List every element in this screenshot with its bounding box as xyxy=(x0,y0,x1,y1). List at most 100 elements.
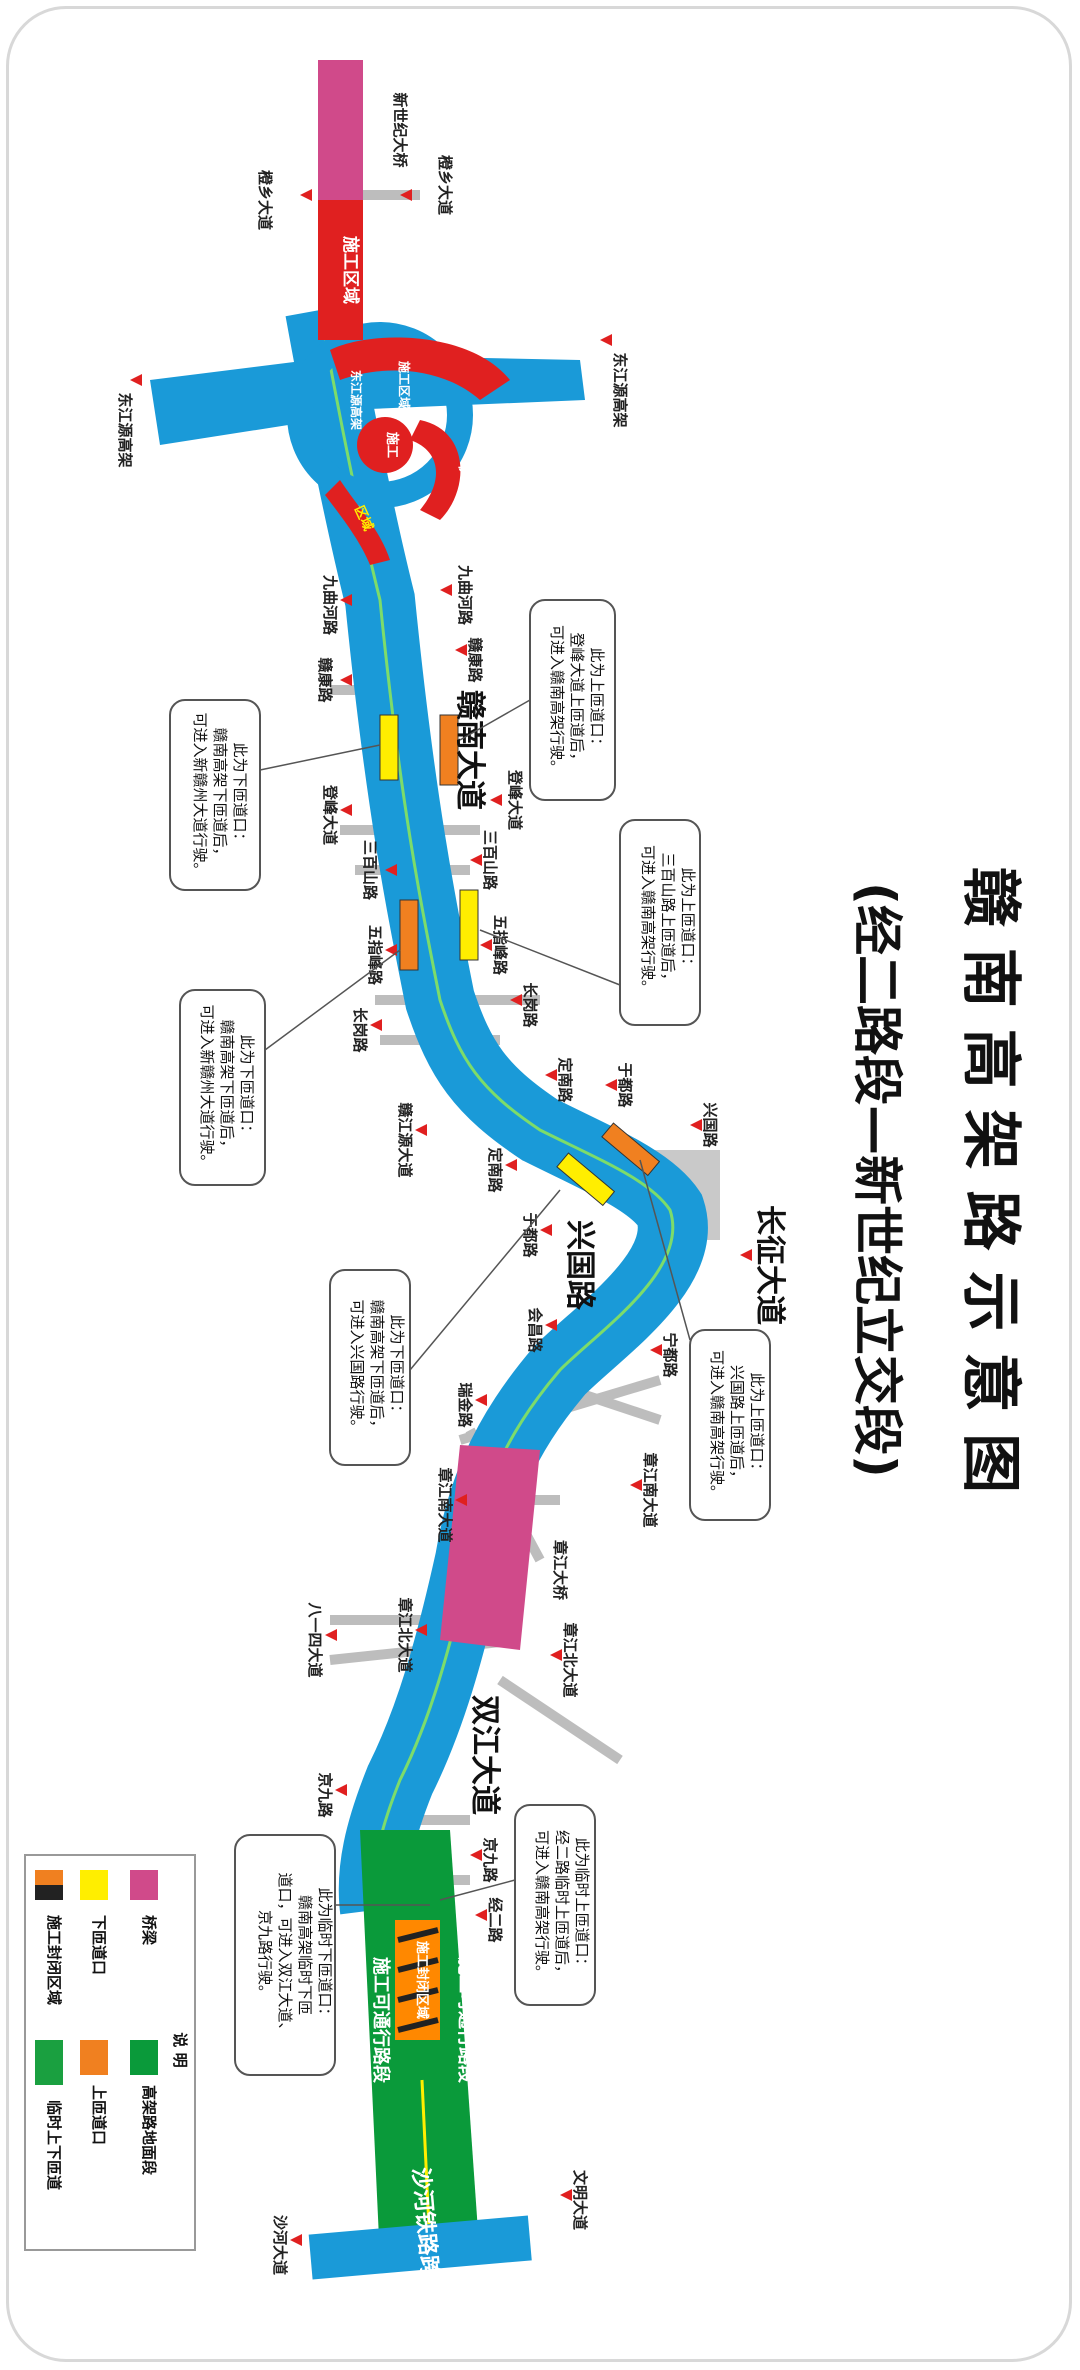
annotation-2-line-3: 可进入新赣州大道行驶。 xyxy=(191,712,209,877)
zone-passable-right: 施工可通行路段 xyxy=(455,1957,477,2084)
map-subtitle: (经二路段—新世纪立交段) xyxy=(848,882,906,1478)
annotation-3-line-3: 可进入赣南高架行驶。 xyxy=(639,845,657,995)
offramp-gannan-2 xyxy=(399,899,419,971)
label-huichang: 会昌路 xyxy=(526,1307,544,1353)
legend-swatch-closed-top xyxy=(35,1870,63,1885)
annotation-1: 此为上匝道口： 登峰大道上匝道后， 可进入赣南高架行驶。 xyxy=(459,599,616,801)
legend-label-onramp: 上匝道口 xyxy=(90,2085,108,2145)
label-jingjiu-r: 京九路 xyxy=(481,1837,499,1883)
label-jingjiu-l: 京九路 xyxy=(316,1772,334,1818)
zone-south-closed: 施工封闭区域 xyxy=(414,1941,430,2019)
annotation-2-line-2: 赣南高架下匝道后， xyxy=(211,727,229,862)
annotation-8-line-2: 赣南高架临时下匝 xyxy=(296,1895,314,2015)
zone-passable-left: 施工可通行路段 xyxy=(370,1957,392,2084)
offramp-gannan-1 xyxy=(379,714,399,781)
label-wenming: 文明大道 xyxy=(571,2170,589,2230)
label-jinger: 经二路 xyxy=(486,1897,504,1943)
annotation-3-line-1: 此为上匝道口： xyxy=(679,867,697,972)
label-dongjiang-l: 东江源高架 xyxy=(116,392,134,467)
annotation-7: 此为临时上匝道口： 经二路临时上匝道后， 可进入赣南高架行驶。 xyxy=(439,1804,596,2006)
annotation-6-line-3: 可进入赣南高架行驶。 xyxy=(708,1350,726,1500)
ramp-north-work xyxy=(330,337,510,400)
label-zhangxiang-l: 橙乡大道 xyxy=(256,170,274,230)
page-frame xyxy=(6,6,1072,2362)
label-jiuqu-r: 九曲河路 xyxy=(456,564,474,626)
annotation-5-line-1: 此为下匝道口： xyxy=(388,1314,406,1419)
annotation-8: 此为临时下匝道口： 赣南高架临时下匝 道口，可进入双江大道、 京九路行驶。 xyxy=(234,1834,430,2076)
legend-swatch-offramp xyxy=(80,1870,108,1900)
label-changgang-r: 长岗路 xyxy=(521,982,539,1028)
legend-label-closed: 施工封闭区域 xyxy=(45,1915,63,2005)
annotation-1-line-1: 此为上匝道口： xyxy=(588,647,606,752)
zone-ramp-work1: 施工区域 xyxy=(397,361,412,409)
legend-heading: 说 明 xyxy=(171,2032,189,2067)
road-markers xyxy=(130,189,752,2246)
annotation-2-line-1: 此为下匝道口： xyxy=(231,742,249,847)
label-sanbaishan-l: 三百山路 xyxy=(361,840,379,901)
title-text: 赣 南 高 架 路 示 意 图 xyxy=(955,867,1025,1493)
zhangjiang-bridge xyxy=(440,1445,540,1650)
label-zhangjiang-s-l: 章江南大道 xyxy=(436,1467,454,1542)
annotation-7-line-3: 可进入赣南高架行驶。 xyxy=(533,1830,551,1980)
label-changzheng: 长征大道 xyxy=(752,1205,787,1325)
label-bayi: 八一四大道 xyxy=(306,1601,324,1677)
annotation-4-line-1: 此为下匝道口： xyxy=(238,1034,256,1139)
annotation-8-line-1: 此为临时下匝道口： xyxy=(316,1887,334,2022)
label-zhangjiang-n-l: 章江北大道 xyxy=(396,1597,414,1672)
label-shuangjiang: 双江大道 xyxy=(467,1695,502,1815)
onramp-sanbaishan xyxy=(459,889,479,961)
road-labels: 新世纪大桥 橙乡大道 橙乡大道 东江源高架 东江源高架 九曲河路 九曲河路 赣康… xyxy=(116,92,787,2275)
label-dengfeng-l: 登峰大道 xyxy=(321,784,339,845)
annotation-3-line-2: 三百山路上匝道后， xyxy=(659,852,677,987)
zone-east-ramp: 东江源高架 xyxy=(349,370,364,430)
annotation-8-line-3: 道口，可进入双江大道、 xyxy=(276,1872,294,2037)
label-dingnan-top: 定南路 xyxy=(556,1057,574,1103)
annotation-2: 此为下匝道口： 赣南高架下匝道后， 可进入新赣州大道行驶。 xyxy=(169,699,381,891)
legend-swatch-ground xyxy=(130,2040,158,2075)
label-gannan-main: 赣南大道 xyxy=(452,690,487,810)
annotation-4-line-3: 可进入新赣州大道行驶。 xyxy=(198,1004,216,1169)
zone-right-work: 施工区域 xyxy=(455,461,491,515)
legend-swatch-temp xyxy=(35,2040,63,2085)
label-zhangxiang-r: 橙乡大道 xyxy=(436,155,454,215)
annotation-4: 此为下匝道口： 赣南高架下匝道后， 可进入新赣州大道行驶。 xyxy=(179,949,401,1186)
label-xingguo-top: 兴国路 xyxy=(701,1102,719,1148)
legend-label-ground: 高架路地面段 xyxy=(140,2085,158,2175)
label-shahe-rd: 沙河大道 xyxy=(271,2215,289,2275)
annotation-7-line-1: 此为临时上匝道口： xyxy=(573,1837,591,1972)
legend-swatch-bridge xyxy=(130,1870,158,1900)
label-ganfeng-l: 赣康路 xyxy=(316,657,334,703)
center-line xyxy=(318,309,675,1911)
annotation-8-line-4: 京九路行驶。 xyxy=(256,1910,274,2000)
label-jiuqu-l: 九曲河路 xyxy=(321,574,339,636)
annotation-5: 此为下匝道口： 赣南高架下匝道后， 可进入兴国路行驶。 xyxy=(329,1189,561,1466)
label-xinshiji: 新世纪大桥 xyxy=(391,92,409,168)
label-wuzhifeng-l: 五指峰路 xyxy=(366,925,384,986)
legend-label-temp: 临时上下匝道 xyxy=(45,2100,63,2190)
center-work xyxy=(357,417,413,473)
label-ganfeng-r: 赣康路 xyxy=(466,637,484,683)
xinshiji-bridge xyxy=(318,60,363,200)
onramp-xingguo xyxy=(601,1122,661,1177)
label-dingnan-bot: 定南路 xyxy=(486,1147,504,1193)
label-zhangjiang-s-r: 章江南大道 xyxy=(641,1452,659,1527)
legend-label-bridge: 桥梁 xyxy=(140,1915,158,1946)
map-title: 赣 南 高 架 路 示 意 图 xyxy=(955,867,1025,1493)
interchange-ring xyxy=(287,322,473,508)
zone-center-work: 施工 xyxy=(384,432,400,458)
label-ruijin: 瑞金路 xyxy=(456,1382,474,1428)
label-yudu-bot: 于都路 xyxy=(521,1212,539,1258)
label-sanbaishan-r: 三百山路 xyxy=(481,830,499,891)
ground-section xyxy=(360,1830,480,2260)
offramp-xingguo xyxy=(556,1152,616,1207)
label-dongjiang-r: 东江源高架 xyxy=(611,352,629,427)
label-wuzhifeng-r: 五指峰路 xyxy=(491,915,509,976)
annotation-5-line-2: 赣南高架下匝道后， xyxy=(368,1299,386,1434)
label-dengfeng-r: 登峰大道 xyxy=(506,769,524,830)
annotation-1-line-2: 登峰大道上匝道后， xyxy=(568,632,586,767)
annotation-1-line-3: 可进入赣南高架行驶。 xyxy=(548,625,566,775)
onramp-dengfeng xyxy=(439,714,459,786)
legend-swatch-onramp xyxy=(80,2040,108,2075)
north-construction-zone xyxy=(318,200,363,340)
